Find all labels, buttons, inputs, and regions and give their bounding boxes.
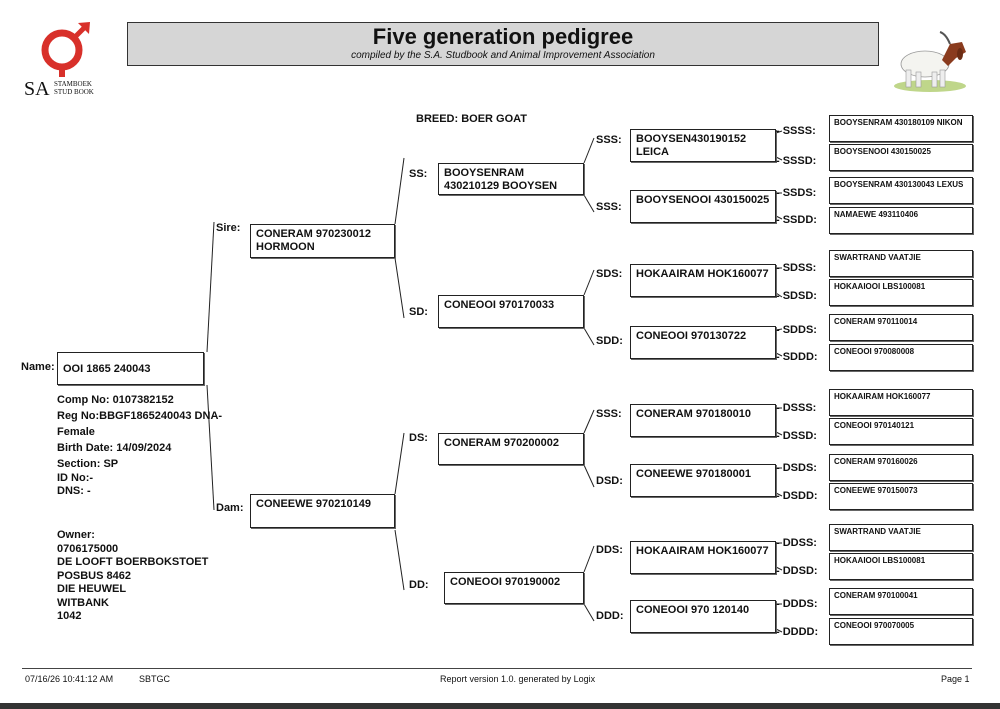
page-subtitle: compiled by the S.A. Studbook and Animal… [351, 50, 655, 61]
logo-text-1: STAMBOEK [54, 80, 92, 88]
gen4-box: BOOYSENRAM 430130043 LEXUS [829, 177, 973, 204]
owner-block: Owner: 0706175000 DE LOOFT BOERBOKSTOET … [57, 529, 208, 624]
section: Section: SP [57, 458, 119, 470]
gen4-box: CONERAM 970160026 [829, 454, 973, 481]
gen4-box: HOKAAIOOI LBS100081 [829, 279, 973, 306]
dns: DNS: - [57, 485, 91, 497]
sa-studbook-logo: SA STAMBOEK STUD BOOK [22, 20, 112, 104]
gen4-label: - SDSD: [776, 290, 817, 302]
birth-date: Birth Date: 14/09/2024 [57, 442, 172, 454]
dam-box: CONEEWE 970210149 [250, 494, 395, 528]
gen3-label: SSS: [596, 408, 622, 420]
logo-symbol-icon [41, 22, 90, 77]
gen4-label: - DDSD: [776, 565, 818, 577]
gen4-box: BOOYSENOOI 430150025 [829, 144, 973, 171]
gen4-label: - DDDS: [776, 598, 818, 610]
page-title: Five generation pedigree [372, 24, 634, 49]
gen4-box: CONEOOI 970070005 [829, 618, 973, 645]
gen4-box: CONERAM 970110014 [829, 314, 973, 341]
dam-label: Dam: [216, 502, 244, 514]
gen4-label: - SSDD: [776, 214, 817, 226]
gen3-box: CONERAM 970180010 [630, 404, 776, 437]
gen4-box: SWARTRAND VAATJIE [829, 524, 973, 551]
footer-report: Report version 1.0. generated by Logix [440, 674, 596, 684]
gen3-label: SDS: [596, 268, 623, 280]
bottom-edge-bar [0, 703, 1000, 709]
gen4-box: HOKAAIOOI LBS100081 [829, 553, 973, 580]
gen4-box: CONEOOI 970080008 [829, 344, 973, 371]
gen2-box: BOOYSENRAM 430210129 BOOYSEN [438, 163, 584, 195]
gen3-box: CONEOOI 970130722 [630, 326, 776, 359]
breed-label: BREED: BOER GOAT [416, 113, 528, 125]
gen4-label: - SSDS: [776, 187, 817, 199]
owner-line: DE LOOFT BOERBOKSTOET [57, 556, 209, 568]
sex: Female [57, 426, 95, 438]
gen4-box: HOKAAIRAM HOK160077 [829, 389, 973, 416]
gen4-box: BOOYSENRAM 430180109 NIKON [829, 115, 973, 142]
owner-line: DIE HEUWEL [57, 583, 127, 595]
gen2-box: CONEOOI 970170033 [438, 295, 584, 328]
gen2-label: DS: [409, 432, 428, 444]
logo-text-2: STUD BOOK [54, 88, 94, 96]
gen3-box: HOKAAIRAM HOK160077 [630, 541, 776, 574]
gen4-label: - SDDS: [776, 324, 817, 336]
name-label: Name: [21, 361, 55, 373]
owner-label: Owner: [57, 529, 95, 541]
gen2-box: CONERAM 970200002 [438, 433, 584, 465]
gen2-label: SD: [409, 306, 428, 318]
sire-label: Sire: [216, 222, 241, 234]
sire-box: CONERAM 970230012 HORMOON [250, 224, 395, 258]
footer-datetime: 07/16/26 10:41:12 AM [25, 674, 114, 684]
gen3-label: SDD: [596, 335, 623, 347]
gen3-box: HOKAAIRAM HOK160077 [630, 264, 776, 297]
gen4-box: NAMAEWE 493110406 [829, 207, 973, 234]
gen4-box: SWARTRAND VAATJIE [829, 250, 973, 277]
gen3-label: DSD: [596, 475, 623, 487]
footer-code: SBTGC [139, 674, 171, 684]
owner-line: 0706175000 [57, 542, 119, 555]
owner-line: POSBUS 8462 [57, 569, 131, 582]
gen4-label: - DSSD: [776, 430, 817, 442]
gen4-label: - DSDD: [776, 490, 818, 502]
gen3-box: CONEEWE 970180001 [630, 464, 776, 497]
gen3-label: SSS: [596, 201, 622, 213]
goat-icon [894, 31, 966, 92]
gen4-label: - SDSS: [776, 262, 817, 274]
animal-details: Comp No: 0107382152 Reg No:BBGF186524004… [57, 392, 222, 498]
gen2-label: SS: [409, 168, 428, 180]
gen3-label: SSS: [596, 134, 622, 146]
logo-letters: SA [24, 78, 50, 100]
animal-name-box: OOI 1865 240043 [57, 352, 204, 385]
gen3-box: BOOYSENOOI 430150025 [630, 190, 776, 223]
gen3-label: DDD: [596, 610, 624, 622]
owner-line: 1042 [57, 610, 82, 622]
gen4-label: - SDDD: [776, 351, 818, 363]
gen2-label: DD: [409, 579, 429, 591]
footer-page: Page 1 [941, 674, 970, 684]
gen4-box: CONEOOI 970140121 [829, 418, 973, 445]
gen4-label: - DDDD: [776, 626, 819, 638]
gen2-box: CONEOOI 970190002 [444, 572, 584, 604]
comp-no: Comp No: 0107382152 [57, 394, 174, 406]
reg-no: Reg No:BBGF1865240043 DNA- [57, 410, 223, 422]
gen4-label: - DSDS: [776, 462, 817, 474]
id-no: ID No:- [57, 472, 94, 484]
gen4-label: - DSSS: [776, 402, 817, 414]
gen3-box: BOOYSEN430190152 LEICA [630, 129, 776, 162]
gen3-label: DDS: [596, 544, 623, 556]
gen4-label: - DDSS: [776, 537, 817, 549]
title-bar: Five generation pedigree compiled by the… [127, 22, 879, 66]
gen4-box: CONEEWE 970150073 [829, 483, 973, 510]
gen3-box: CONEOOI 970 120140 [630, 600, 776, 633]
gen4-label: - SSSS: [776, 125, 816, 137]
footer-divider [22, 668, 972, 669]
goat-image [890, 28, 970, 94]
owner-line: WITBANK [57, 596, 109, 609]
gen4-label: - SSSD: [776, 155, 817, 167]
gen4-box: CONERAM 970100041 [829, 588, 973, 615]
